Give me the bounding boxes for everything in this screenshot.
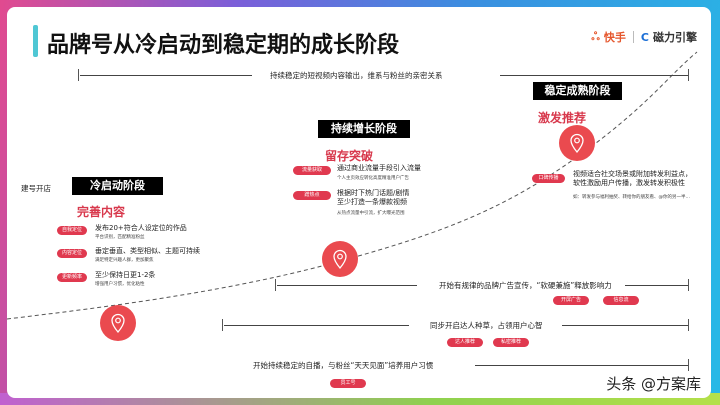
item-note: 从热点流量中引流，扩大曝光范围 bbox=[337, 211, 405, 216]
title-accent-bar bbox=[33, 25, 38, 57]
tag: 自我定位 bbox=[57, 226, 87, 235]
arrow-tick bbox=[688, 69, 689, 81]
arrow-tick bbox=[688, 279, 689, 291]
stage-goal: 完善内容 bbox=[77, 205, 126, 219]
item-text: 视频适合社交场景或附加转发利益点，软性激励用户传播，激发转发积极性 bbox=[573, 170, 692, 187]
tag: 私密推荐 bbox=[493, 338, 529, 347]
watermark: 头条 @方案库 bbox=[606, 375, 701, 393]
tag: 更新频率 bbox=[57, 273, 87, 282]
brand-logos: ஃ 快手 C 磁力引擎 bbox=[591, 29, 697, 45]
tag: 流量获取 bbox=[293, 166, 331, 175]
arrow-tick bbox=[78, 69, 79, 81]
stage-goal: 留存突破 bbox=[325, 149, 374, 163]
row-label: 开始持续稳定的自播，与粉丝“天天见面”培养用户习惯 bbox=[253, 361, 434, 370]
row-label: 开始有规律的品牌广告宣传，“软硬兼施”释放影响力 bbox=[439, 281, 612, 290]
stage-mature: 稳定成熟阶段 bbox=[533, 82, 622, 100]
location-pin-icon bbox=[559, 125, 595, 161]
item-text: 根据时下热门话题/剧情 至少打造一条爆款视频 bbox=[337, 189, 410, 206]
start-label: 建号开店 bbox=[21, 184, 51, 193]
page-title: 品牌号从冷启动到稳定期的成长阶段 bbox=[47, 33, 400, 58]
item-text: 发布20+符合人设定位的作品 bbox=[95, 224, 187, 232]
item-text: 垂定垂直、类型相似、主题可持续 bbox=[95, 247, 200, 255]
row-label: 同步开启达人种草，占领用户心智 bbox=[430, 321, 543, 330]
stage-goal: 激发推荐 bbox=[538, 111, 587, 125]
item-note: 个人主页效应转化高度精准用户广告 bbox=[337, 176, 409, 181]
item-note: 平台识别，匹配精准粉丝 bbox=[95, 235, 145, 240]
arrow-tick bbox=[688, 359, 689, 371]
item-note: 满足特定兴趣人群，更加聚焦 bbox=[95, 258, 154, 263]
tag: 员工号 bbox=[330, 379, 366, 388]
tag: 口碑传播 bbox=[532, 174, 565, 183]
arrow-tick bbox=[275, 279, 276, 291]
tag: 蹭热点 bbox=[293, 191, 331, 200]
brand1: 快手 bbox=[603, 31, 626, 44]
item-text: 至少保持日更1-2条 bbox=[95, 271, 156, 279]
stage-growth: 持续增长阶段 bbox=[318, 120, 410, 138]
slide: 品牌号从冷启动到稳定期的成长阶段 ஃ 快手 C 磁力引擎 持续稳定的短视频内容输… bbox=[7, 7, 711, 398]
location-pin-icon bbox=[100, 305, 136, 341]
brand2: 磁力引擎 bbox=[653, 31, 697, 44]
arrow-line bbox=[475, 365, 688, 366]
arrow-line bbox=[80, 75, 252, 76]
arrow-line bbox=[277, 285, 417, 286]
tag: 内容定位 bbox=[57, 249, 87, 258]
arrow-line bbox=[500, 75, 688, 76]
divider bbox=[632, 31, 634, 43]
tag: 信息流 bbox=[603, 296, 639, 305]
stage-cold-start: 冷启动阶段 bbox=[72, 177, 163, 195]
tag: 达人推荐 bbox=[447, 338, 483, 347]
cili-logo-icon: C bbox=[640, 30, 649, 44]
arrow-line bbox=[625, 285, 688, 286]
arrow-line bbox=[224, 325, 409, 326]
kuaishou-logo-icon: ஃ bbox=[591, 29, 600, 43]
tag: 开屏广告 bbox=[553, 296, 589, 305]
item-note: 如：转发参与福利抽奖、转给你的朋友看、@你的另一半… bbox=[573, 195, 690, 200]
arrow-tick bbox=[222, 319, 223, 331]
arrow-line bbox=[562, 325, 688, 326]
arrow-tick bbox=[688, 319, 689, 331]
top-arrow-label: 持续稳定的短视频内容输出，维系与粉丝的亲密关系 bbox=[270, 71, 443, 80]
item-text: 通过商业流量手段引入流量 bbox=[337, 164, 421, 172]
location-pin-icon bbox=[322, 241, 358, 277]
item-note: 增强用户习惯，优化粘性 bbox=[95, 282, 145, 287]
